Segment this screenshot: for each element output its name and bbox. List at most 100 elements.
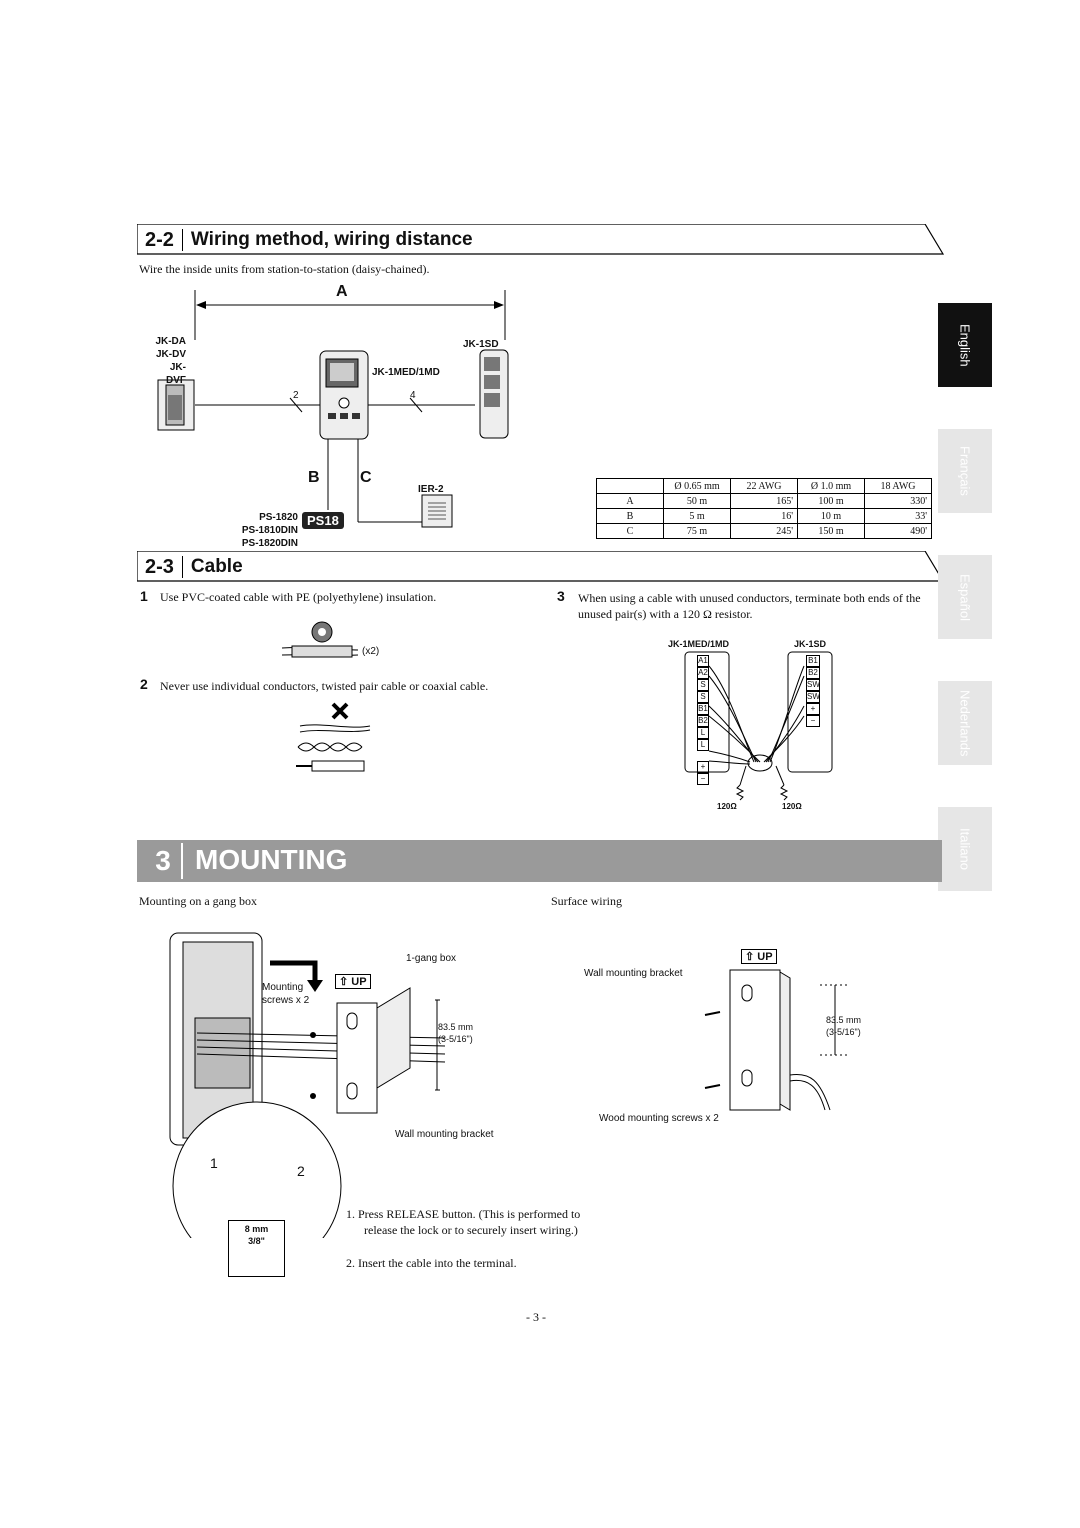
table-cell: A bbox=[596, 493, 664, 509]
sub-model: JK-1SD bbox=[463, 339, 499, 350]
table-cell: 16' bbox=[730, 508, 798, 524]
terminal-label: SW bbox=[806, 679, 820, 691]
terminal-right-title: JK-1SD bbox=[794, 639, 827, 649]
terminal-label: SW bbox=[806, 691, 820, 703]
table-cell: 165' bbox=[730, 493, 798, 509]
door-models: JK-DA JK-DV JK-DVF bbox=[150, 335, 186, 387]
section-number: 2-3 bbox=[145, 555, 174, 578]
label-line: screws x 2 bbox=[262, 995, 310, 1006]
power-model: PS-1820DIN bbox=[241, 538, 298, 549]
table-cell: 330' bbox=[864, 493, 932, 509]
tab-nederlands[interactable]: Nederlands bbox=[938, 681, 992, 765]
label-line: Mounting bbox=[262, 982, 304, 993]
table-row: A 50 m 165' 100 m 330' bbox=[596, 493, 932, 509]
item-text: Use PVC-coated cable with PE (polyethyle… bbox=[160, 590, 437, 604]
label-c: C bbox=[360, 469, 372, 486]
section-22-intro: Wire the inside units from station-to-st… bbox=[139, 262, 430, 276]
distance-table: Ø 0.65 mm 22 AWG Ø 1.0 mm 18 AWG A 50 m … bbox=[596, 478, 932, 539]
resistor-label: 120Ω bbox=[717, 802, 737, 811]
dimension-label: 83.5 mm (3-5/16") bbox=[438, 1021, 473, 1045]
terminal-label: + bbox=[697, 761, 709, 773]
terminal-label: − bbox=[806, 715, 820, 727]
terminal-label: − bbox=[697, 773, 709, 785]
section-22-frame bbox=[137, 224, 945, 255]
label-a: A bbox=[336, 283, 348, 300]
label-b: B bbox=[308, 469, 320, 486]
section-title: Wiring method, wiring distance bbox=[181, 229, 473, 251]
section-23-frame bbox=[137, 551, 945, 582]
table-cell: 75 m bbox=[663, 523, 731, 539]
terminal-diagram bbox=[684, 651, 833, 801]
surface-wiring-title: Surface wiring bbox=[551, 894, 622, 908]
terminal-label: + bbox=[806, 703, 820, 715]
step-1: 1 bbox=[210, 1155, 218, 1171]
terminal-label: S bbox=[697, 691, 709, 703]
surface-wiring-illustration bbox=[704, 969, 850, 1111]
terminal-label: L bbox=[697, 727, 709, 739]
tab-label: Español bbox=[957, 573, 973, 621]
terminal-label: B1 bbox=[697, 703, 709, 715]
ps18-badge: PS18 bbox=[302, 512, 344, 529]
section-title: Cable bbox=[181, 556, 243, 578]
gang-box-title: Mounting on a gang box bbox=[139, 894, 257, 908]
mounting-header: 3 MOUNTING bbox=[137, 840, 942, 882]
table-cell: 490' bbox=[864, 523, 932, 539]
door-model: JK-DV bbox=[155, 349, 186, 360]
ier-model: IER-2 bbox=[418, 484, 444, 495]
wall-bracket-label-2: Wall mounting bracket bbox=[584, 968, 683, 979]
section-title: MOUNTING bbox=[195, 844, 348, 875]
terminal-label: S bbox=[697, 679, 709, 691]
forbidden-cables-icon bbox=[296, 702, 371, 772]
label-line: (3-5/16") bbox=[826, 1027, 861, 1037]
pvc-cable-icon bbox=[281, 621, 359, 658]
label-line: 83.5 mm bbox=[826, 1015, 862, 1025]
step-2: 2 bbox=[297, 1163, 305, 1179]
table-cell: B bbox=[596, 508, 664, 524]
gang-box-label: 1-gang box bbox=[406, 953, 457, 964]
table-cell: 33' bbox=[864, 508, 932, 524]
table-cell bbox=[596, 478, 664, 494]
item-text: Never use individual conductors, twisted… bbox=[160, 679, 489, 693]
terminal-label: A2 bbox=[697, 667, 709, 679]
tab-francais[interactable]: Français bbox=[938, 429, 992, 513]
note-2: 2. Insert the cable into the terminal. bbox=[346, 1256, 517, 1270]
tab-label: Français bbox=[957, 446, 973, 496]
note-1-line-2: release the lock or to securely insert w… bbox=[364, 1223, 578, 1237]
mounting-screws-label: Mounting screws x 2 bbox=[262, 981, 309, 1007]
item-number: 3 bbox=[557, 588, 565, 604]
tab-label: Italiano bbox=[957, 828, 973, 870]
table-cell: 22 AWG bbox=[730, 478, 798, 494]
up-badge: ⇧ UP bbox=[335, 974, 371, 989]
wire-count-2: 2 bbox=[293, 390, 299, 401]
section-22-header: 2-2 Wiring method, wiring distance bbox=[137, 227, 473, 253]
section-number: 2-2 bbox=[145, 228, 174, 251]
wiring-diagram bbox=[157, 290, 509, 528]
resistor-label: 120Ω bbox=[782, 802, 802, 811]
table-cell: Ø 1.0 mm bbox=[797, 478, 865, 494]
up-label: UP bbox=[757, 951, 773, 963]
item-number: 1 bbox=[140, 588, 148, 604]
table-cell: 50 m bbox=[663, 493, 731, 509]
door-model: JK-DVF bbox=[166, 362, 186, 386]
power-model: PS-1820 bbox=[259, 512, 298, 523]
tab-english[interactable]: English bbox=[938, 303, 992, 387]
tab-label: Nederlands bbox=[957, 689, 973, 757]
tab-label: English bbox=[957, 323, 973, 367]
master-model: JK-1MED/1MD bbox=[372, 367, 440, 378]
dimension-label: 83.5 mm (3-5/16") bbox=[826, 1014, 861, 1038]
tab-espanol[interactable]: Español bbox=[938, 555, 992, 639]
table-cell: 18 AWG bbox=[864, 478, 932, 494]
gang-box-illustration bbox=[169, 932, 446, 1238]
page-number: - 3 - bbox=[526, 1310, 546, 1324]
wall-bracket-label: Wall mounting bracket bbox=[395, 1129, 494, 1140]
section-23-header: 2-3 Cable bbox=[137, 554, 243, 580]
table-cell: 150 m bbox=[797, 523, 865, 539]
tab-italiano[interactable]: Italiano bbox=[938, 807, 992, 891]
terminal-label: A1 bbox=[697, 655, 709, 667]
item-text: When using a cable with unused conductor… bbox=[578, 591, 921, 621]
table-cell: 5 m bbox=[663, 508, 731, 524]
table-cell: 10 m bbox=[797, 508, 865, 524]
up-badge: ⇧ UP bbox=[741, 949, 777, 964]
x2-label: (x2) bbox=[362, 646, 380, 657]
up-label: UP bbox=[351, 976, 367, 988]
